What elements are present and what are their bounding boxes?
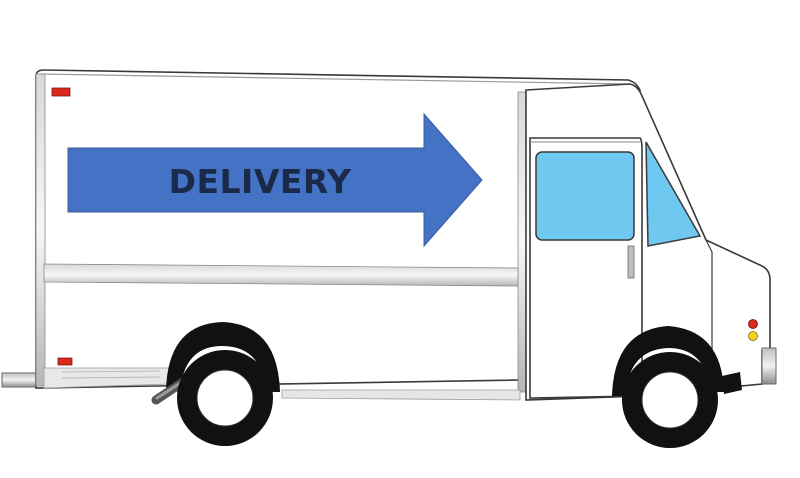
front-wheel-arch xyxy=(612,326,724,396)
front-bumper xyxy=(761,347,777,385)
rear-corner-post xyxy=(35,73,46,387)
rear-rim xyxy=(196,369,254,427)
rear-wheel-arch xyxy=(166,322,280,392)
skirt-line-1 xyxy=(61,370,161,373)
box-cab-divider xyxy=(517,91,527,393)
rear-bumper xyxy=(1,372,37,388)
turn-signal-red xyxy=(748,319,758,329)
side-step-bar xyxy=(281,389,521,401)
door-handle xyxy=(627,245,635,279)
rub-rail xyxy=(43,263,519,287)
door-window xyxy=(535,151,635,241)
skirt-line-2 xyxy=(61,376,161,379)
turn-signal-yellow xyxy=(748,331,758,341)
delivery-label: DELIVERY xyxy=(169,162,352,201)
roof-lip xyxy=(39,73,631,85)
delivery-arrow xyxy=(67,112,483,248)
hood-line xyxy=(705,239,713,360)
windshield xyxy=(645,141,702,247)
marker-light-bottom xyxy=(57,357,73,366)
front-rim xyxy=(641,371,699,429)
front-mud-flap xyxy=(722,372,742,394)
marker-light-top xyxy=(51,87,71,97)
